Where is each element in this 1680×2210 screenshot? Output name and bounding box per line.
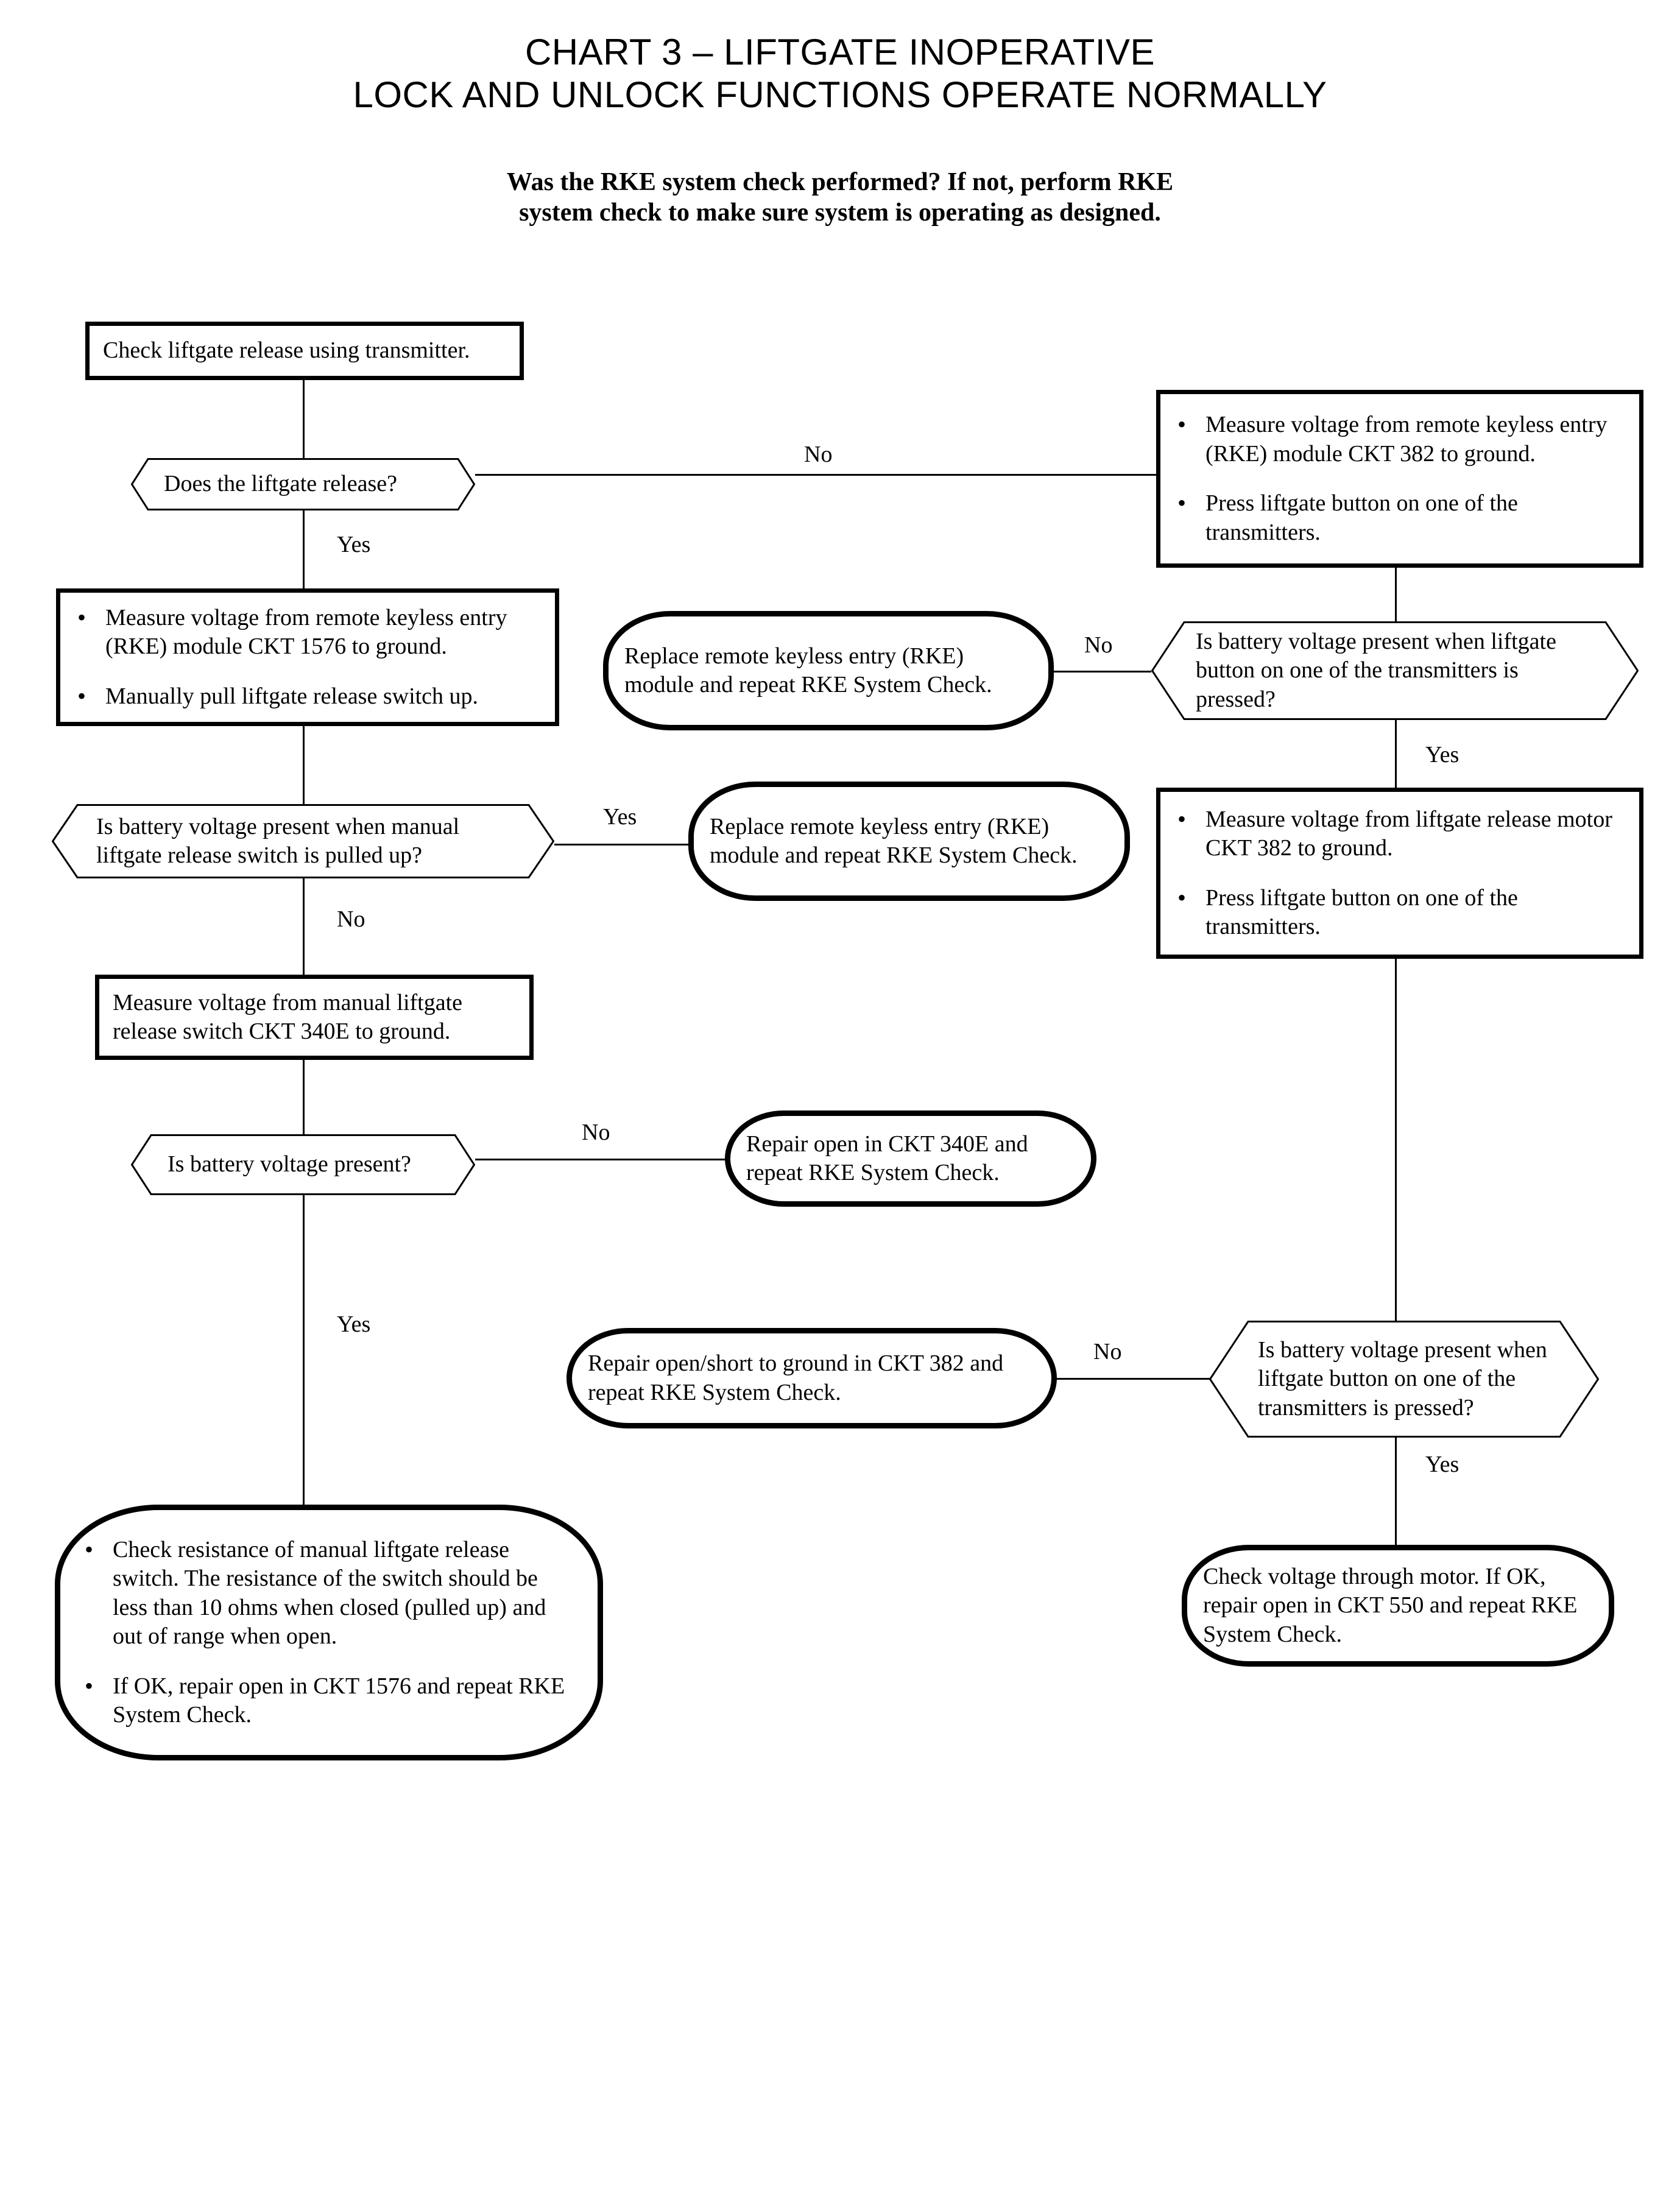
connector-motor-to-transmitter-q-b [1395,959,1397,1321]
node-text: Does the liftgate release? [164,471,397,497]
node-check-liftgate-release[interactable]: Check liftgate release using transmitter… [85,322,524,380]
node-does-liftgate-release[interactable]: Does the liftgate release? [131,458,475,510]
hexagon-shape [52,804,554,878]
edge-label-release-yes: Yes [337,532,371,557]
bullet-item: Check resistance of manual liftgate rele… [81,1534,577,1651]
bullet-item: Measure voltage from liftgate release mo… [1174,804,1626,863]
bullet-item: Measure voltage from remote keyless entr… [1174,409,1626,468]
bullet-list: Measure voltage from remote keyless entr… [74,602,542,711]
edge-label-transmitter-b-no: No [1093,1339,1122,1364]
bullet-list: Check resistance of manual liftgate rele… [81,1534,577,1730]
edge-label-transmitter-a-no: No [1084,632,1113,658]
node-replace-rke-module-a[interactable]: Replace remote keyless entry (RKE) modul… [603,611,1054,730]
node-battery-voltage-transmitter-b[interactable]: Is battery voltage present when liftgate… [1209,1321,1599,1438]
node-measure-voltage-rke-382[interactable]: Measure voltage from remote keyless entr… [1156,390,1643,568]
connector-382-to-transmitter-q-a [1395,568,1397,629]
edge-label-batt-present-yes: Yes [337,1312,371,1337]
connector-transmitter-a-no [1054,671,1151,673]
connector-batt-present-yes [303,1195,305,1505]
edge-label-manual-no: No [337,906,365,932]
node-battery-voltage-transmitter-a[interactable]: Is battery voltage present when liftgate… [1151,621,1639,720]
bullet-list: Measure voltage from liftgate release mo… [1174,804,1626,942]
connector-340e-to-batt-q [303,1060,305,1134]
bullet-item: Manually pull liftgate release switch up… [74,681,542,711]
edge-label-release-no: No [804,442,833,467]
edge-label-batt-present-no: No [582,1120,610,1145]
node-repair-open-340e[interactable]: Repair open in CKT 340E and repeat RKE S… [725,1110,1096,1207]
node-text: Repair open in CKT 340E and repeat RKE S… [746,1131,1028,1186]
bullet-item: If OK, repair open in CKT 1576 and repea… [81,1671,577,1730]
connector-batt-present-no [475,1159,725,1160]
connector-manual-no-to-340e [303,878,305,975]
node-repair-open-short-382[interactable]: Repair open/short to ground in CKT 382 a… [566,1328,1057,1428]
bullet-item: Press liftgate button on one of the tran… [1174,488,1626,547]
connector-release-yes [303,510,305,588]
node-text: Replace remote keyless entry (RKE) modul… [624,643,992,698]
edge-label-transmitter-a-yes: Yes [1425,742,1459,768]
bullet-item: Measure voltage from remote keyless entr… [74,602,542,662]
node-measure-voltage-340e[interactable]: Measure voltage from manual liftgate rel… [95,975,534,1060]
node-check-resistance-manual-switch[interactable]: Check resistance of manual liftgate rele… [55,1505,603,1760]
edge-label-transmitter-b-yes: Yes [1425,1452,1459,1477]
node-measure-voltage-rke-1576[interactable]: Measure voltage from remote keyless entr… [56,588,559,726]
node-text: Replace remote keyless entry (RKE) modul… [710,813,1078,869]
hexagon-shape [131,458,475,510]
node-text: Repair open/short to ground in CKT 382 a… [588,1350,1004,1405]
hexagon-shape [131,1134,475,1195]
node-text: Is battery voltage present when manual l… [96,813,460,869]
connector-1576-to-manual-q [303,726,305,804]
node-measure-voltage-motor-382[interactable]: Measure voltage from liftgate release mo… [1156,788,1643,959]
connector-manual-yes [554,844,688,846]
hexagon-shape [1209,1321,1599,1438]
page-title-line-1: CHART 3 – LIFTGATE INOPERATIVE [524,32,1156,72]
node-battery-voltage-manual-switch[interactable]: Is battery voltage present when manual l… [52,804,554,878]
node-check-motor-voltage[interactable]: Check voltage through motor. If OK, repa… [1182,1545,1614,1667]
node-replace-rke-module-b[interactable]: Replace remote keyless entry (RKE) modul… [688,782,1130,901]
hexagon-shape [1151,621,1639,720]
node-battery-voltage-present[interactable]: Is battery voltage present? [131,1134,475,1195]
node-text: Is battery voltage present when liftgate… [1196,628,1556,712]
page-subtitle-line-2: system check to make sure system is oper… [519,199,1161,227]
bullet-list: Measure voltage from remote keyless entr… [1174,409,1626,547]
page-subtitle-line-1: Was the RKE system check performed? If n… [506,168,1174,196]
node-text: Measure voltage from manual liftgate rel… [113,989,463,1045]
page-title-line-2: LOCK AND UNLOCK FUNCTIONS OPERATE NORMAL… [353,74,1327,115]
node-text: Is battery voltage present? [168,1151,411,1177]
connector-transmitter-b-yes [1395,1438,1397,1545]
edge-label-manual-yes: Yes [603,804,637,830]
connector-start-to-release [303,380,305,458]
node-text: Check liftgate release using transmitter… [103,337,470,364]
connector-transmitter-b-no [1056,1378,1213,1380]
bullet-item: Press liftgate button on one of the tran… [1174,883,1626,942]
connector-release-no [475,474,1156,476]
node-text: Check voltage through motor. If OK, repa… [1203,1563,1578,1647]
node-text: Is battery voltage present when liftgate… [1258,1336,1547,1421]
